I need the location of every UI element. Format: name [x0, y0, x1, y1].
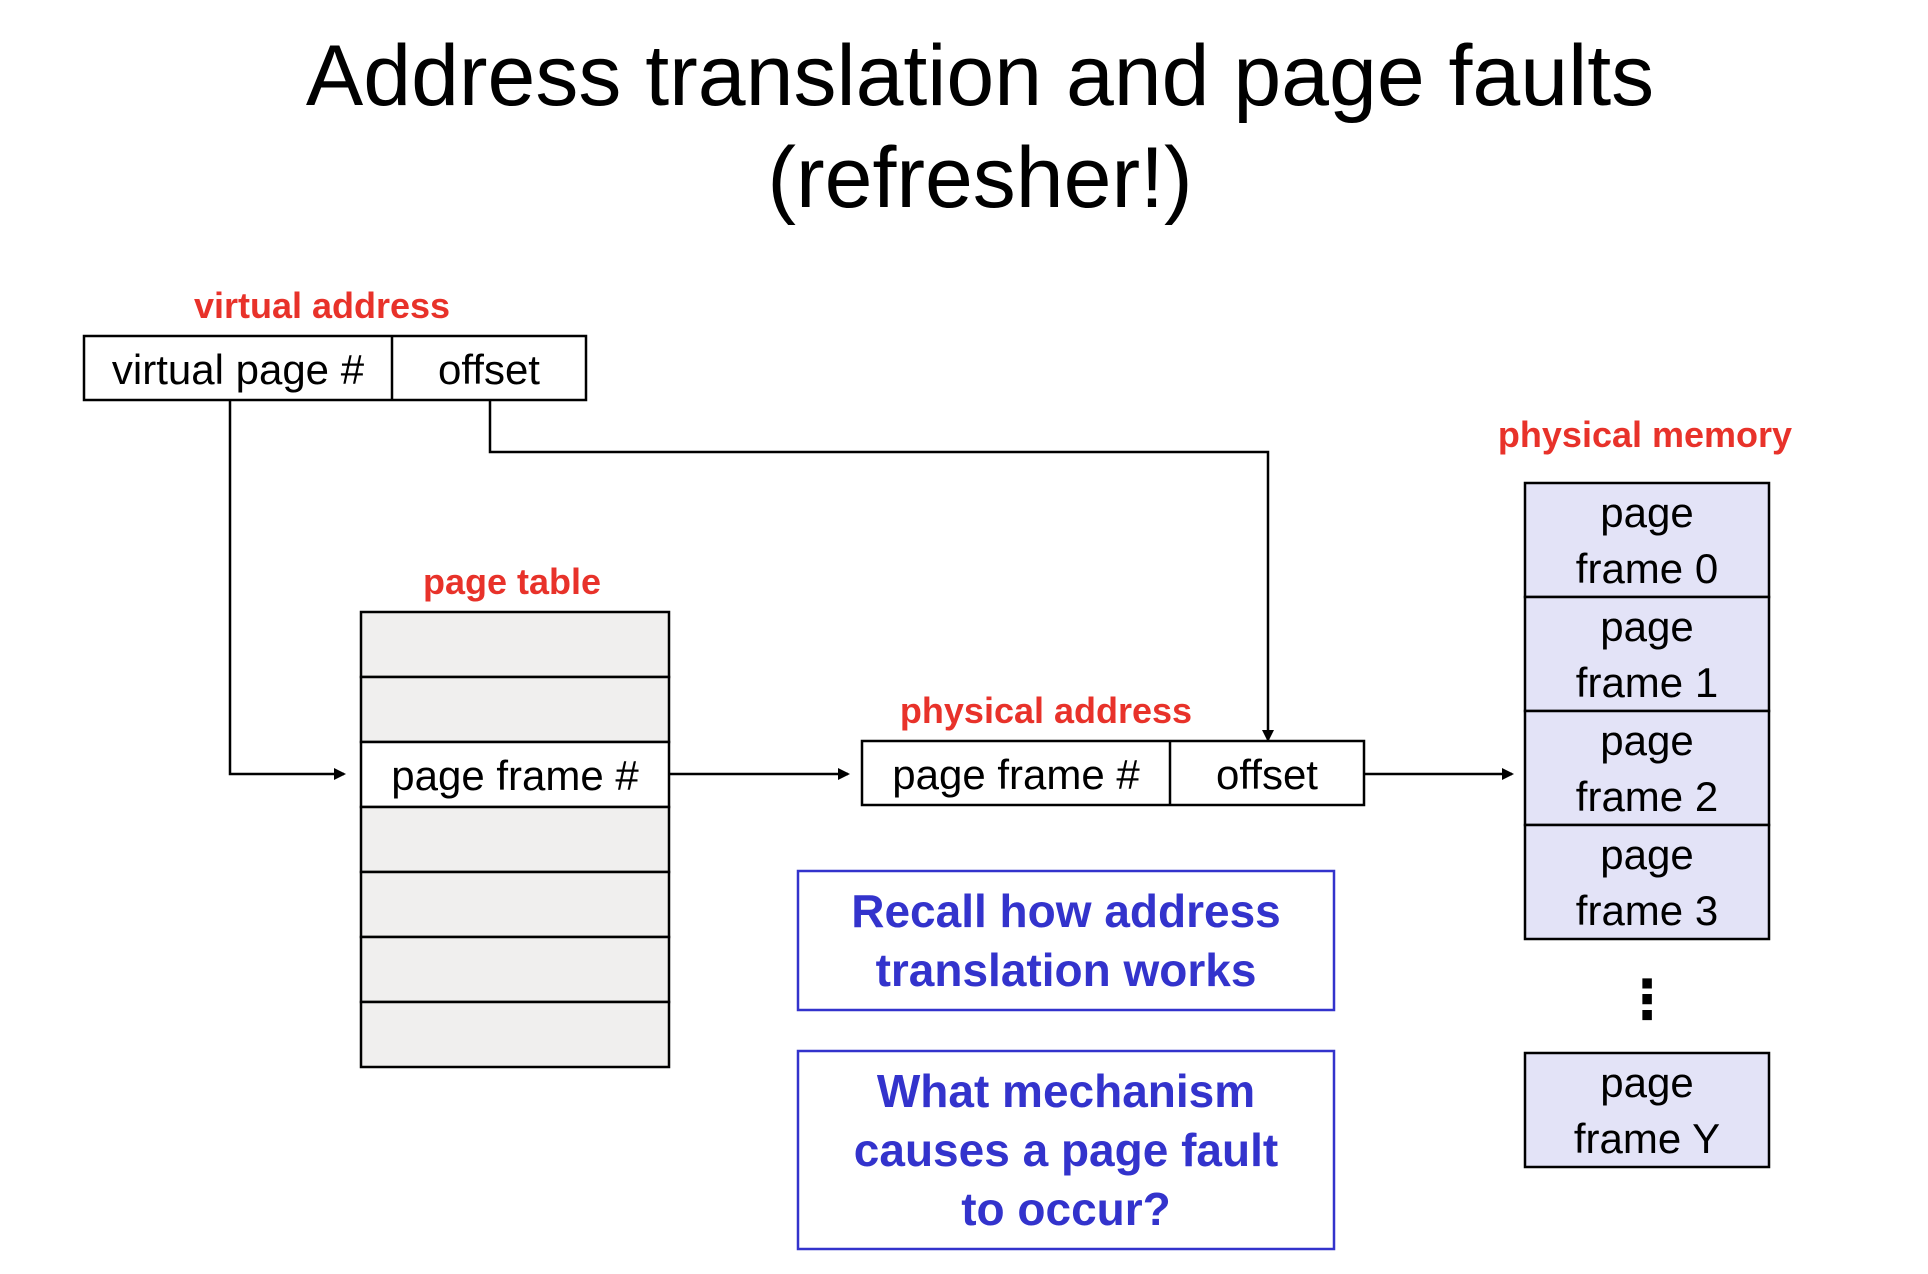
page-frame-last-line1: page — [1600, 1059, 1693, 1106]
question-box-1: Recall how address translation works — [796, 869, 1336, 1012]
offset-to-physical-offset-arrow — [488, 400, 1274, 742]
physical-address-label: physical address — [900, 690, 1192, 731]
question-1-line1: Recall how address — [851, 885, 1281, 937]
physical-address-box: page frame # offset — [860, 739, 1366, 807]
page-table-label: page table — [423, 561, 601, 602]
question-1-line2: translation works — [876, 944, 1257, 996]
page-table-row — [359, 935, 671, 1004]
page-table-row — [359, 870, 671, 939]
page-frame-last: page frame Y — [1523, 1051, 1771, 1169]
question-2-line2: causes a page fault — [854, 1124, 1278, 1176]
page-table-row — [359, 1000, 671, 1069]
question-box-2: What mechanism causes a page fault to oc… — [796, 1049, 1336, 1251]
page-frame-1-line1: page — [1600, 603, 1693, 650]
physical-frame-field: page frame # — [892, 751, 1140, 798]
page-frame-last-line2: frame Y — [1574, 1115, 1720, 1162]
question-2-line1: What mechanism — [877, 1065, 1255, 1117]
virtual-page-field: virtual page # — [112, 346, 365, 393]
physical-offset-field: offset — [1216, 751, 1318, 798]
page-frame-1-line2: frame 1 — [1576, 659, 1718, 706]
connectors — [228, 400, 1514, 780]
page-frame-2-line1: page — [1600, 717, 1693, 764]
physical-memory: page frame 0 page frame 1 page frame 2 page fra… — [1523, 481, 1771, 1169]
virtual-address-label: virtual address — [194, 285, 450, 326]
page-frame-3-line2: frame 3 — [1576, 887, 1718, 934]
page-table-row — [359, 805, 671, 874]
page-table-entry-label: page frame # — [391, 752, 639, 799]
page-frame-2: page frame 2 — [1523, 709, 1771, 827]
slide-title-line1: Address translation and page faults — [306, 28, 1654, 124]
page-frame-0-line1: page — [1600, 489, 1693, 536]
slide-title-line2: (refresher!) — [767, 130, 1192, 226]
page-frame-3-line1: page — [1600, 831, 1693, 878]
page-frame-3: page frame 3 — [1523, 823, 1771, 941]
page-table-entry — [359, 740, 671, 809]
physical-memory-label: physical memory — [1498, 414, 1792, 455]
page-frame-1: page frame 1 — [1523, 595, 1771, 713]
page-frame-0: page frame 0 — [1523, 481, 1771, 599]
page-table: page frame # — [359, 610, 671, 1069]
frames-ellipsis: ⋮ — [1620, 968, 1674, 1031]
page-frame-0-line2: frame 0 — [1576, 545, 1718, 592]
virtual-address-box: virtual page # offset — [82, 334, 588, 402]
page-table-row — [359, 675, 671, 744]
question-2-line3: to occur? — [961, 1183, 1171, 1235]
page-frame-2-line2: frame 2 — [1576, 773, 1718, 820]
virtual-offset-field: offset — [438, 346, 540, 393]
page-table-row — [359, 610, 671, 679]
vpn-to-page-table-arrow — [228, 400, 346, 780]
